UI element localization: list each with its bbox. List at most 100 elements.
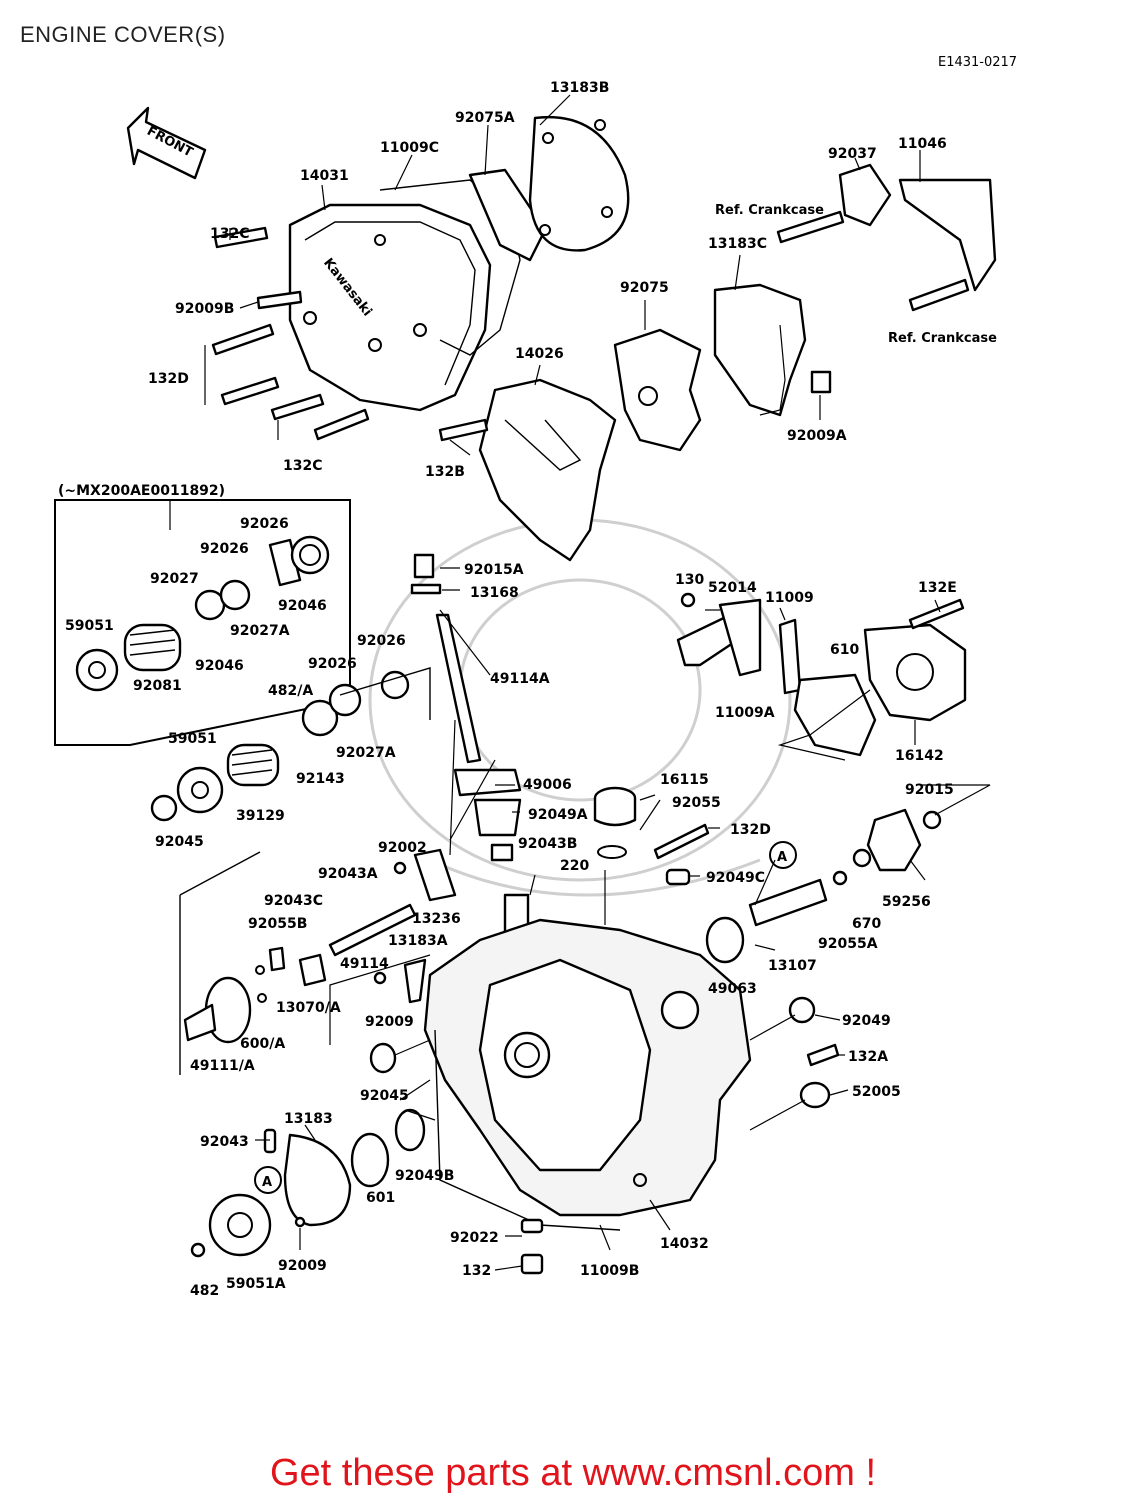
callout-130: 130 <box>675 572 704 588</box>
callout-92026-2: 92026 <box>200 541 249 557</box>
callout-482: 482 <box>190 1283 219 1299</box>
callout-92075: 92075 <box>620 280 669 296</box>
callout-132e: 132E <box>918 580 957 596</box>
callout-59051-2: 59051 <box>168 731 217 747</box>
callout-92055a: 92055A <box>818 936 878 952</box>
promo-link[interactable]: Get these parts at www.cmsnl.com ! <box>269 1452 877 1494</box>
callout-92043: 92043 <box>200 1134 249 1150</box>
callout-11046: 11046 <box>898 136 947 152</box>
callout-39129: 39129 <box>236 808 285 824</box>
marker-a-1: A <box>777 850 787 865</box>
callout-92075a: 92075A <box>455 110 515 126</box>
inset-group <box>54 499 351 746</box>
page-title: ENGINE COVER(S) <box>20 22 226 47</box>
exploded-parts-diagram: FRONT Kawasaki <box>54 80 997 1299</box>
callout-132d-2: 132D <box>730 822 771 838</box>
callout-52014: 52014 <box>708 580 757 596</box>
callout-14026: 14026 <box>515 346 564 362</box>
callout-92043a: 92043A <box>318 866 378 882</box>
sprocket-cover <box>438 378 617 562</box>
callout-92045-1: 92045 <box>155 834 204 850</box>
callout-220: 220 <box>560 858 589 874</box>
callout-13183: 13183 <box>284 1111 333 1127</box>
callout-92027: 92027 <box>150 571 199 587</box>
marker-a-circle-2 <box>254 1166 282 1194</box>
callout-92027a-2: 92027A <box>336 745 396 761</box>
ref-crankcase-1: Ref. Crankcase <box>715 203 824 218</box>
callout-16115: 16115 <box>660 772 709 788</box>
spring-group <box>150 667 431 822</box>
front-arrow-icon: FRONT <box>126 106 207 180</box>
callout-13107: 13107 <box>768 958 817 974</box>
left-engine-cover: Kawasaki <box>288 203 492 412</box>
callout-92046-1: 92046 <box>278 598 327 614</box>
callout-92026-1: 92026 <box>240 516 289 532</box>
diagram-code: E1431-0217 <box>938 55 1018 70</box>
gasket-92075 <box>613 328 702 452</box>
callout-92009-2: 92009 <box>278 1258 327 1274</box>
selector-parts <box>268 848 457 1004</box>
callout-13183c: 13183C <box>708 236 767 252</box>
callout-11009a: 11009A <box>715 705 775 721</box>
callout-92002: 92002 <box>378 840 427 856</box>
callout-92015a: 92015A <box>464 562 524 578</box>
callout-92015: 92015 <box>905 782 954 798</box>
callout-16142: 16142 <box>895 748 944 764</box>
callout-92055: 92055 <box>672 795 721 811</box>
callout-482a: 482/A <box>268 683 313 699</box>
callout-92049: 92049 <box>842 1013 891 1029</box>
callout-92022: 92022 <box>450 1230 499 1246</box>
callout-92026-4: 92026 <box>308 656 357 672</box>
callout-132c-2: 132C <box>283 458 323 474</box>
callout-92045-2: 92045 <box>360 1088 409 1104</box>
callout-92081: 92081 <box>133 678 182 694</box>
callout-13183b: 13183B <box>550 80 609 96</box>
callout-49114: 49114 <box>340 956 389 972</box>
callout-92043b: 92043B <box>518 836 577 852</box>
callout-92049a: 92049A <box>528 807 588 823</box>
ref-crankcase-2: Ref. Crankcase <box>888 331 997 346</box>
callout-49111a: 49111/A <box>190 1058 255 1074</box>
callout-92037: 92037 <box>828 146 877 162</box>
callout-92009-1: 92009 <box>365 1014 414 1030</box>
callout-49006: 49006 <box>523 777 572 793</box>
callout-11009: 11009 <box>765 590 814 606</box>
callout-13070a: 13070/A <box>276 1000 341 1016</box>
callout-132a: 132A <box>848 1049 888 1065</box>
kick-shaft <box>179 851 267 1075</box>
filler-cap <box>593 786 710 860</box>
sprocket-group <box>190 1042 544 1275</box>
callout-49114a: 49114A <box>490 671 550 687</box>
callout-14032: 14032 <box>660 1236 709 1252</box>
marker-a-circle-1 <box>769 841 797 869</box>
callout-92055b: 92055B <box>248 916 307 932</box>
callout-11009c: 11009C <box>380 140 439 156</box>
part-labels: 13183B 92075A 11009C 14031 132C 92009B 1… <box>58 80 997 1299</box>
callout-52005: 52005 <box>852 1084 901 1100</box>
leader-lines <box>169 94 991 1271</box>
callout-59051-1: 59051 <box>65 618 114 634</box>
callout-92049c: 92049C <box>706 870 765 886</box>
plate-92075a <box>468 168 547 262</box>
callout-610: 610 <box>830 642 859 658</box>
bolt-group-left <box>211 226 370 441</box>
callout-92027a-1: 92027A <box>230 623 290 639</box>
shift-shaft <box>410 553 530 937</box>
bracket-assembly <box>776 163 997 312</box>
cover-gasket <box>379 179 521 356</box>
callout-92043c: 92043C <box>264 893 323 909</box>
callout-132d-1: 132D <box>148 371 189 387</box>
callout-92026-3: 92026 <box>357 633 406 649</box>
plate-13183c <box>713 283 807 417</box>
water-pump <box>676 592 967 757</box>
callout-601: 601 <box>366 1190 395 1206</box>
callout-132: 132 <box>462 1263 491 1279</box>
callout-13236: 13236 <box>412 911 461 927</box>
marker-a-2: A <box>262 1175 272 1190</box>
callout-600a: 600/A <box>240 1036 285 1052</box>
callout-92143: 92143 <box>296 771 345 787</box>
callout-13183a: 13183A <box>388 933 448 949</box>
callout-132b: 132B <box>425 464 465 480</box>
right-side-parts <box>665 808 942 1109</box>
callout-49063: 49063 <box>708 981 757 997</box>
